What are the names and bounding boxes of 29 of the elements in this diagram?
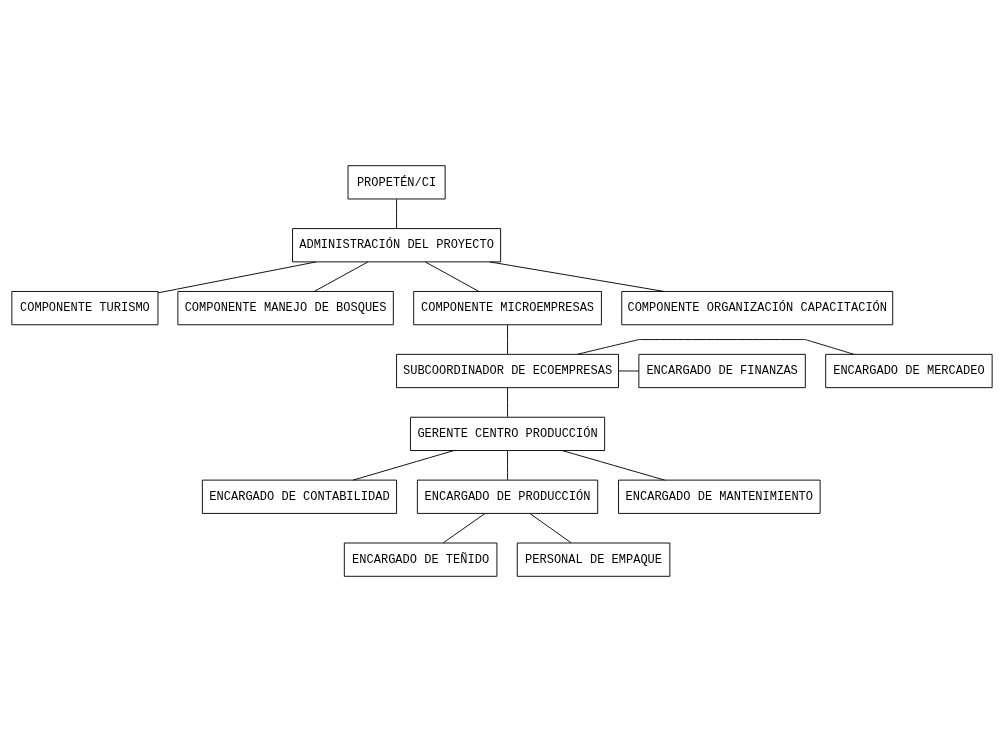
node-box: PERSONAL DE EMPAQUE — [516, 542, 671, 577]
connector — [489, 260, 665, 292]
node-box: COMPONENTE ORGANIZACIÓN CAPACITACIÓN — [621, 290, 894, 325]
node-box: ADMINISTRACIÓN DEL PROYECTO — [292, 227, 502, 262]
connector — [618, 370, 640, 371]
node-box: ENCARGADO DE FINANZAS — [638, 353, 806, 388]
connector — [352, 449, 455, 481]
connector — [442, 512, 486, 543]
node-box: COMPONENTE MANEJO DE BOSQUES — [177, 290, 394, 325]
connector — [157, 261, 317, 293]
node-box: PROPETÉN/CI — [347, 164, 446, 199]
connector — [313, 261, 369, 292]
node-box: ENCARGADO DE MERCADEO — [825, 353, 993, 388]
connector — [576, 338, 855, 355]
node-box: ENCARGADO DE TEÑIDO — [343, 542, 498, 577]
connector — [507, 324, 508, 354]
connector — [425, 261, 480, 292]
connector — [396, 198, 398, 229]
node-box: COMPONENTE MICROEMPRESAS — [413, 290, 602, 325]
node-box: COMPONENTE TURISMO — [11, 290, 159, 325]
node-box: ENCARGADO DE CONTABILIDAD — [201, 479, 398, 514]
node-box: ENCARGADO DE MANTENIMIENTO — [618, 479, 821, 514]
node-box: SUBCOORDINADOR DE ECOEMPRESAS — [396, 353, 619, 388]
connector — [529, 512, 572, 543]
connector — [507, 449, 508, 480]
node-box: GERENTE CENTRO PRODUCCIÓN — [410, 416, 606, 451]
node-box: ENCARGADO DE PRODUCCIÓN — [416, 479, 599, 514]
connector — [561, 449, 666, 481]
connector — [507, 387, 508, 417]
